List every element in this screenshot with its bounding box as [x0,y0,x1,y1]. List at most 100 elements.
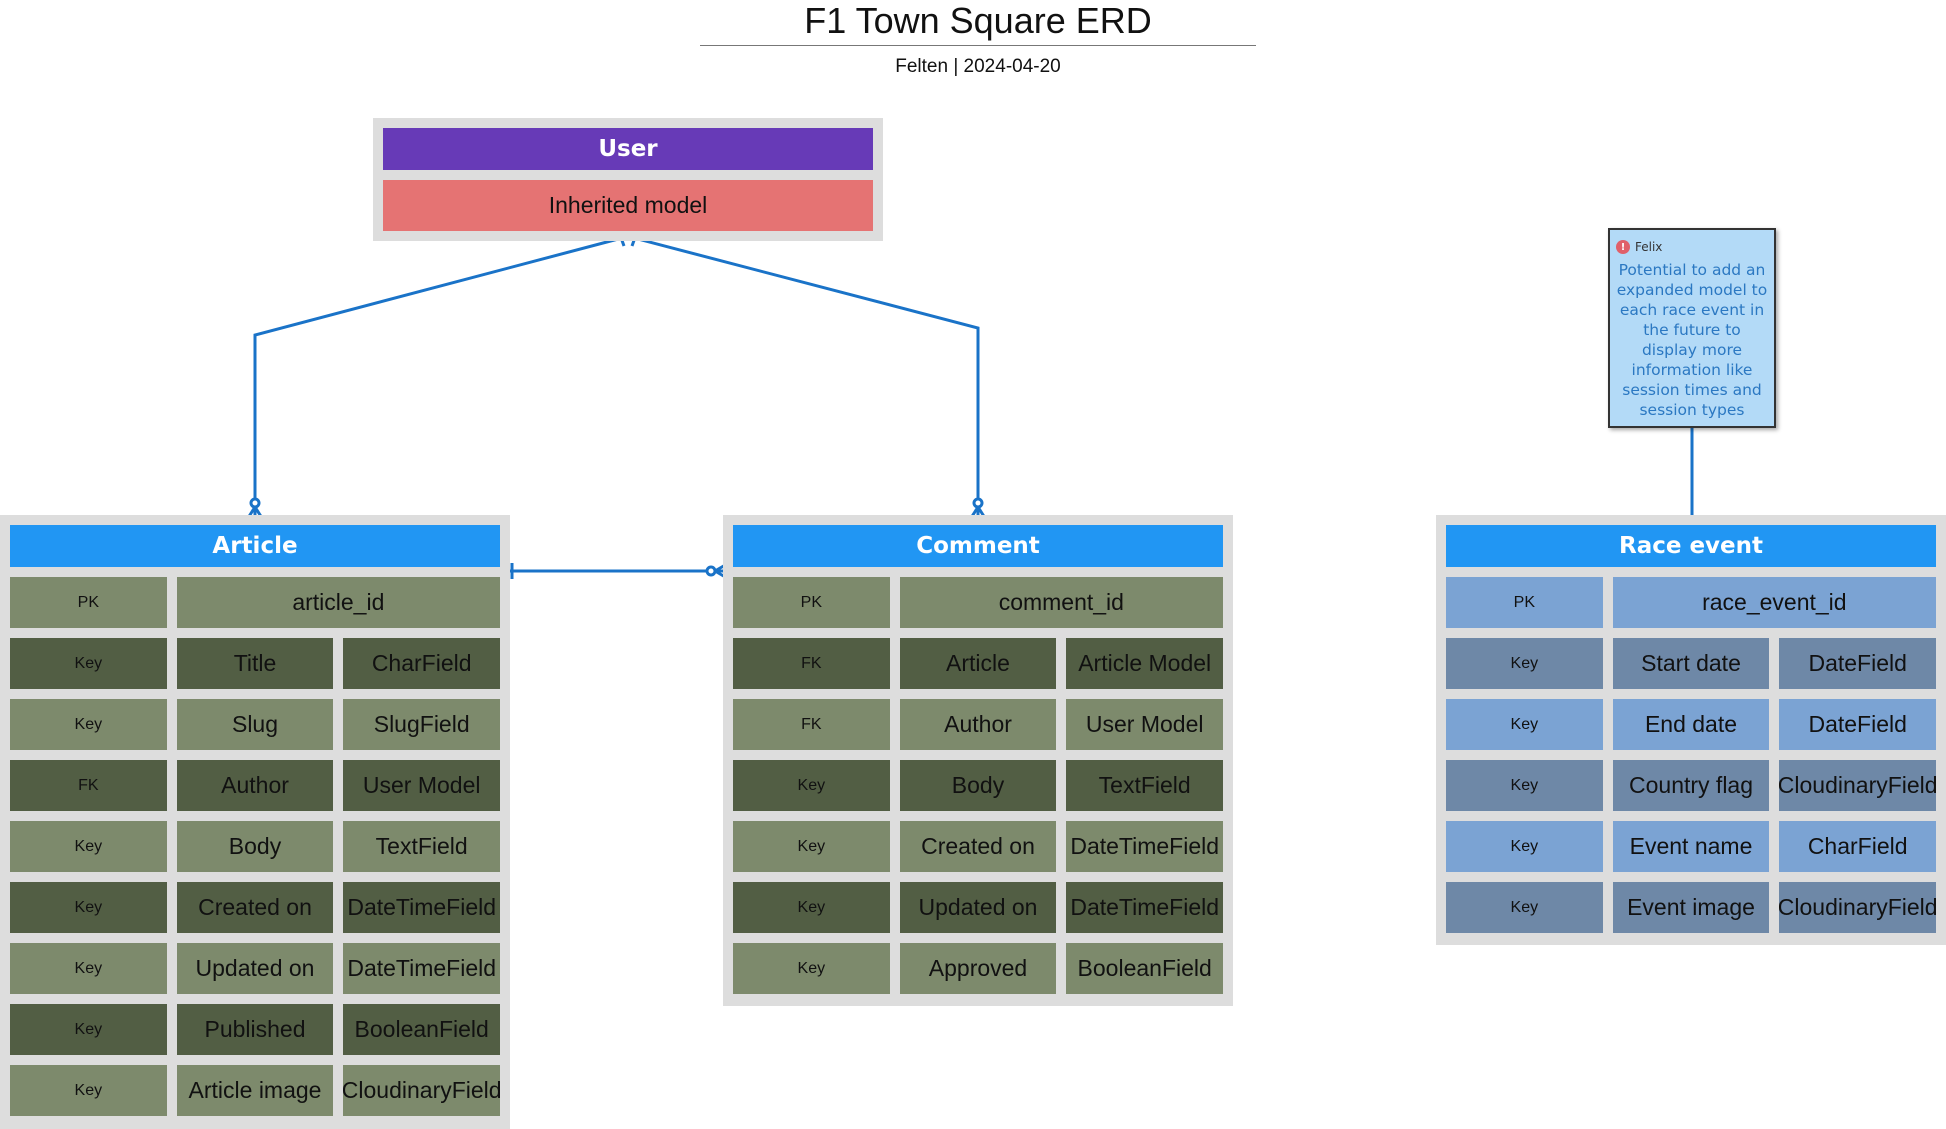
key-label: FK [733,699,890,750]
table-row: Key Event name CharField [1446,821,1937,872]
table-row: Key Updated on DateTimeField [10,943,501,994]
field-type: DateTimeField [343,882,501,933]
article-entity[interactable]: Article PK article_id Key Title CharFiel… [0,515,510,1129]
field-type: DateTimeField [1066,821,1224,872]
comment-note[interactable]: ! Felix Potential to add an expanded mod… [1608,228,1776,428]
field-name: Created on [899,821,1057,872]
field-name: Country flag [1612,760,1770,811]
key-label: Key [733,760,890,811]
field-type: Article Model [1066,638,1224,689]
comment-pk-row: PK comment_id [733,577,1223,628]
user-comment-relation [633,236,980,515]
table-row: Key Created on DateTimeField [733,821,1224,872]
field-name: Event image [1612,882,1770,933]
field-type: CharField [343,638,501,689]
key-label: Key [10,821,167,872]
field-type: TextField [343,821,501,872]
table-row: FK Author User Model [10,760,501,811]
pk-field-name: comment_id [899,577,1223,628]
field-name: End date [1612,699,1770,750]
field-type: SlugField [343,699,501,750]
table-row: Key Slug SlugField [10,699,501,750]
inherited-model-label: Inherited model [383,180,873,231]
field-name: Slug [176,699,334,750]
pk-label: PK [10,577,167,628]
field-type: DateField [1779,638,1937,689]
table-row: Key Body TextField [10,821,501,872]
field-type: User Model [343,760,501,811]
comment-zero-marker-side [705,565,717,577]
key-label: Key [10,943,167,994]
key-label: Key [733,821,890,872]
field-name: Event name [1612,821,1770,872]
table-row: Key Body TextField [733,760,1224,811]
field-type: DateTimeField [343,943,501,994]
table-row: Key Country flag CloudinaryField [1446,760,1937,811]
field-name: Article [899,638,1057,689]
article-entity-header: Article [10,525,500,567]
key-label: Key [733,943,890,994]
key-label: Key [10,638,167,689]
field-name: Title [176,638,334,689]
race-event-entity-header: Race event [1446,525,1936,567]
field-type: User Model [1066,699,1224,750]
field-name: Start date [1612,638,1770,689]
comment-entity[interactable]: Comment PK comment_id FK Article Article… [723,515,1233,1006]
table-row: Key Published BooleanField [10,1004,501,1055]
key-label: Key [1446,638,1603,689]
table-row: Key End date DateField [1446,699,1937,750]
pk-label: PK [733,577,890,628]
field-type: CloudinaryField [1779,882,1937,933]
key-label: Key [10,1065,167,1116]
table-row: Key Updated on DateTimeField [733,882,1224,933]
note-author-name: Felix [1635,240,1663,254]
key-label: Key [733,882,890,933]
field-type: TextField [1066,760,1224,811]
table-row: Key Article image CloudinaryField [10,1065,501,1116]
table-row: Key Created on DateTimeField [10,882,501,933]
field-name: Updated on [899,882,1057,933]
user-entity[interactable]: User Inherited model [373,118,883,241]
table-row: Key Start date DateField [1446,638,1937,689]
field-type: BooleanField [1066,943,1224,994]
key-label: Key [1446,699,1603,750]
title-divider [700,45,1256,46]
field-type: DateField [1779,699,1937,750]
field-name: Body [899,760,1057,811]
key-label: Key [1446,760,1603,811]
pk-field-name: article_id [176,577,500,628]
user-entity-header: User [383,128,873,170]
key-label: Key [1446,821,1603,872]
field-type: CloudinaryField [1779,760,1937,811]
key-label: Key [10,1004,167,1055]
field-name: Approved [899,943,1057,994]
field-name: Created on [176,882,334,933]
user-article-relation [253,236,623,515]
user-avatar-icon: ! [1616,240,1630,254]
key-label: FK [733,638,890,689]
field-name: Article image [176,1065,334,1116]
race-event-entity[interactable]: Race event PK race_event_id Key Start da… [1436,515,1946,945]
comment-entity-header: Comment [733,525,1223,567]
article-pk-row: PK article_id [10,577,500,628]
field-name: Author [176,760,334,811]
pk-label: PK [1446,577,1603,628]
field-type: CharField [1779,821,1937,872]
key-label: Key [10,699,167,750]
table-row: Key Event image CloudinaryField [1446,882,1937,933]
key-label: FK [10,760,167,811]
article-zero-marker [249,497,261,509]
note-author: ! Felix [1616,240,1768,254]
field-name: Updated on [176,943,334,994]
field-type: DateTimeField [1066,882,1224,933]
field-name: Author [899,699,1057,750]
diagram-subtitle: Felten | 2024-04-20 [895,56,1061,77]
race-event-pk-row: PK race_event_id [1446,577,1936,628]
table-row: FK Article Article Model [733,638,1224,689]
table-row: FK Author User Model [733,699,1224,750]
field-name: Body [176,821,334,872]
table-row: Key Approved BooleanField [733,943,1224,994]
field-type: CloudinaryField [343,1065,501,1116]
field-type: BooleanField [343,1004,501,1055]
note-text: Potential to add an expanded model to ea… [1616,261,1768,419]
